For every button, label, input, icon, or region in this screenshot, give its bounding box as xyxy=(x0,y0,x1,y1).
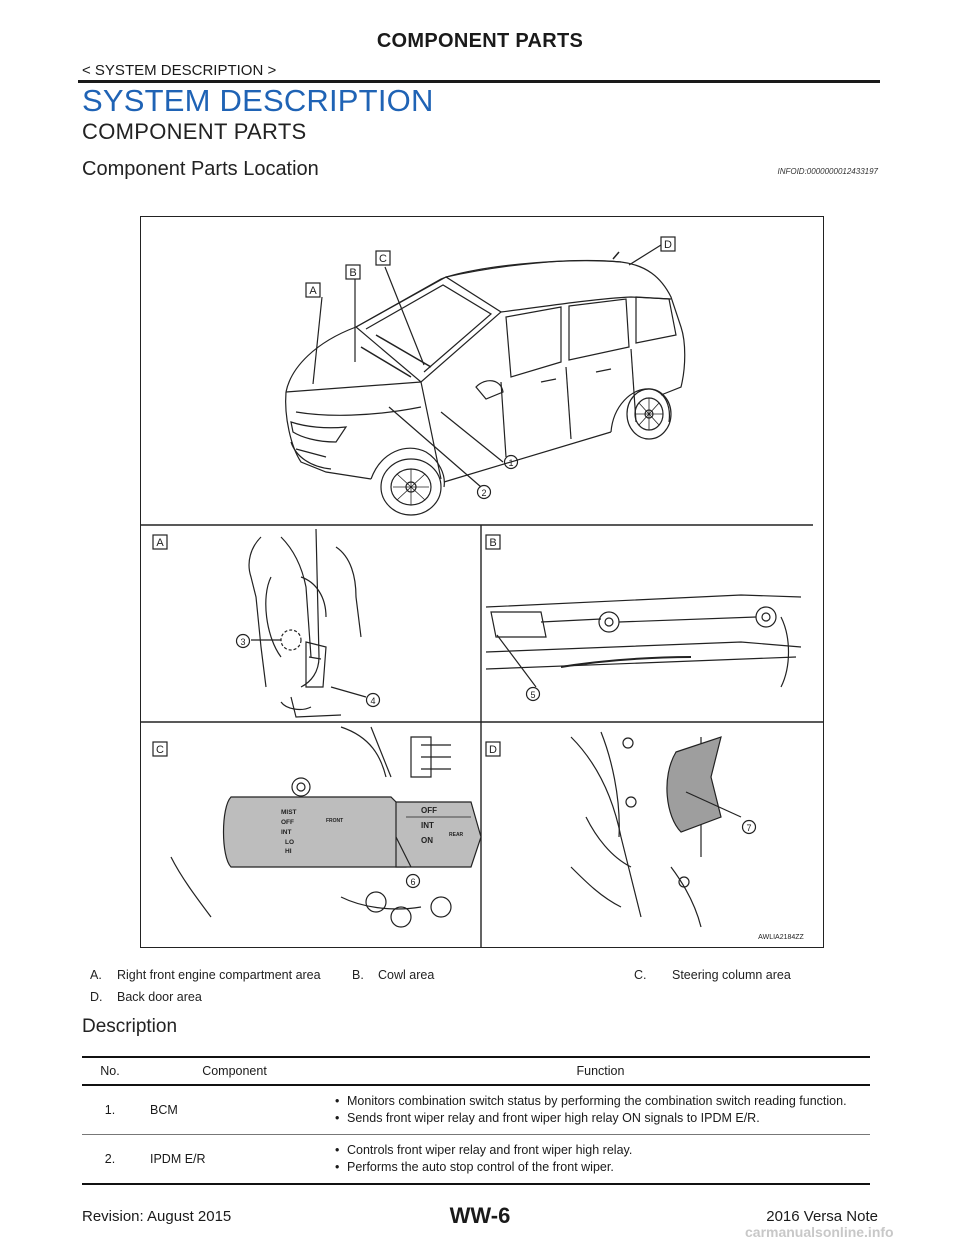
bullet-icon: • xyxy=(335,1143,340,1157)
header-function: Function xyxy=(331,1056,870,1086)
legend-key-c: C. xyxy=(634,968,647,982)
switch-label-lo: LO xyxy=(285,839,294,846)
legend-text-d: Back door area xyxy=(117,990,202,1004)
panel-label-c: C xyxy=(156,744,164,756)
panel-label-a: A xyxy=(156,537,164,549)
table-row: 2. IPDM E/R • Controls front wiper relay … xyxy=(82,1134,870,1185)
description-table: No. Component Function 1. BCM • Monitors … xyxy=(82,1056,870,1185)
header-component: Component xyxy=(138,1056,331,1086)
table-header-row: No. Component Function xyxy=(82,1056,870,1086)
component-location-figure: A B C D 1 2 A B C D 3 4 5 6 7 MIST OFF I… xyxy=(140,216,824,948)
page-header-title: COMPONENT PARTS xyxy=(376,30,584,52)
legend-key-a: A. xyxy=(90,968,102,982)
row-no: 1. xyxy=(82,1085,138,1135)
section-title: SYSTEM DESCRIPTION xyxy=(82,83,434,118)
row-function: • Controls front wiper relay and front wi… xyxy=(331,1134,870,1185)
callout-letter-c: C xyxy=(379,253,387,265)
callout-number-5: 5 xyxy=(530,690,535,700)
panel-label-b: B xyxy=(489,537,496,549)
legend-text-a: Right front engine compartment area xyxy=(117,968,321,982)
footer-page-number: WW-6 xyxy=(449,1203,511,1228)
switch-label-mist: MIST xyxy=(281,809,297,816)
callout-number-6: 6 xyxy=(410,877,415,887)
bullet-icon: • xyxy=(335,1111,340,1125)
function-text: Performs the auto stop control of the fr… xyxy=(347,1160,614,1174)
footer-model: 2016 Versa Note xyxy=(766,1208,878,1225)
table-row: 1. BCM • Monitors combination switch stat… xyxy=(82,1085,870,1135)
bullet-icon: • xyxy=(335,1160,340,1174)
function-line: • Monitors combination switch status by p… xyxy=(335,1093,866,1110)
image-id: AWLIA2184ZZ xyxy=(758,934,804,941)
switch-label-int: INT xyxy=(281,829,292,836)
switch-label-rear-on: ON xyxy=(421,836,433,845)
callout-number-2: 2 xyxy=(481,488,486,498)
panel-label-d: D xyxy=(489,744,497,756)
function-line: • Performs the auto stop control of the f… xyxy=(335,1159,866,1176)
subsection-title: COMPONENT PARTS xyxy=(82,119,307,144)
switch-label-rear-off: OFF xyxy=(421,806,437,815)
legend-text-b: Cowl area xyxy=(378,968,435,982)
info-id: INFOID:0000000012433197 xyxy=(777,167,878,176)
header-no: No. xyxy=(82,1056,138,1086)
function-text: Monitors combination switch status by pe… xyxy=(347,1094,847,1108)
function-text: Sends front wiper relay and front wiper … xyxy=(347,1111,760,1125)
switch-label-rear-int: INT xyxy=(421,821,434,830)
callout-number-3: 3 xyxy=(240,637,245,647)
function-line: • Controls front wiper relay and front wi… xyxy=(335,1142,866,1159)
row-no: 2. xyxy=(82,1134,138,1185)
legend-key-b: B. xyxy=(352,968,364,982)
callout-number-7: 7 xyxy=(746,823,751,833)
switch-label-front: FRONT xyxy=(326,818,343,824)
switch-label-off: OFF xyxy=(281,819,294,826)
row-function: • Monitors combination switch status by p… xyxy=(331,1085,870,1135)
breadcrumb: < SYSTEM DESCRIPTION > xyxy=(82,62,277,79)
watermark: carmanualsonline.info xyxy=(745,1224,894,1240)
row-component: BCM xyxy=(138,1085,331,1135)
legend-key-d: D. xyxy=(90,990,103,1004)
bullet-icon: • xyxy=(335,1094,340,1108)
subsubsection-title: Component Parts Location xyxy=(82,158,319,180)
figure-drawing: A B C D 1 2 A B C D 3 4 5 6 7 MIST OFF I… xyxy=(141,236,823,947)
row-component: IPDM E/R xyxy=(138,1134,331,1185)
legend-text-c: Steering column area xyxy=(672,968,791,982)
callout-letter-b: B xyxy=(349,267,356,279)
switch-label-hi: HI xyxy=(285,848,292,855)
footer-revision: Revision: August 2015 xyxy=(82,1208,232,1225)
function-text: Controls front wiper relay and front wip… xyxy=(347,1143,633,1157)
callout-letter-d: D xyxy=(664,239,672,251)
header-divider xyxy=(78,80,880,83)
legend-row-1: A. Right front engine compartment area B… xyxy=(82,968,882,984)
callout-letter-a: A xyxy=(309,285,317,297)
callout-number-4: 4 xyxy=(370,696,375,706)
callout-number-1: 1 xyxy=(508,458,513,468)
description-title: Description xyxy=(82,1016,178,1037)
function-line: • Sends front wiper relay and front wiper… xyxy=(335,1110,866,1127)
switch-label-rear: REAR xyxy=(449,832,464,838)
legend-row-2: D. Back door area xyxy=(82,990,882,1006)
